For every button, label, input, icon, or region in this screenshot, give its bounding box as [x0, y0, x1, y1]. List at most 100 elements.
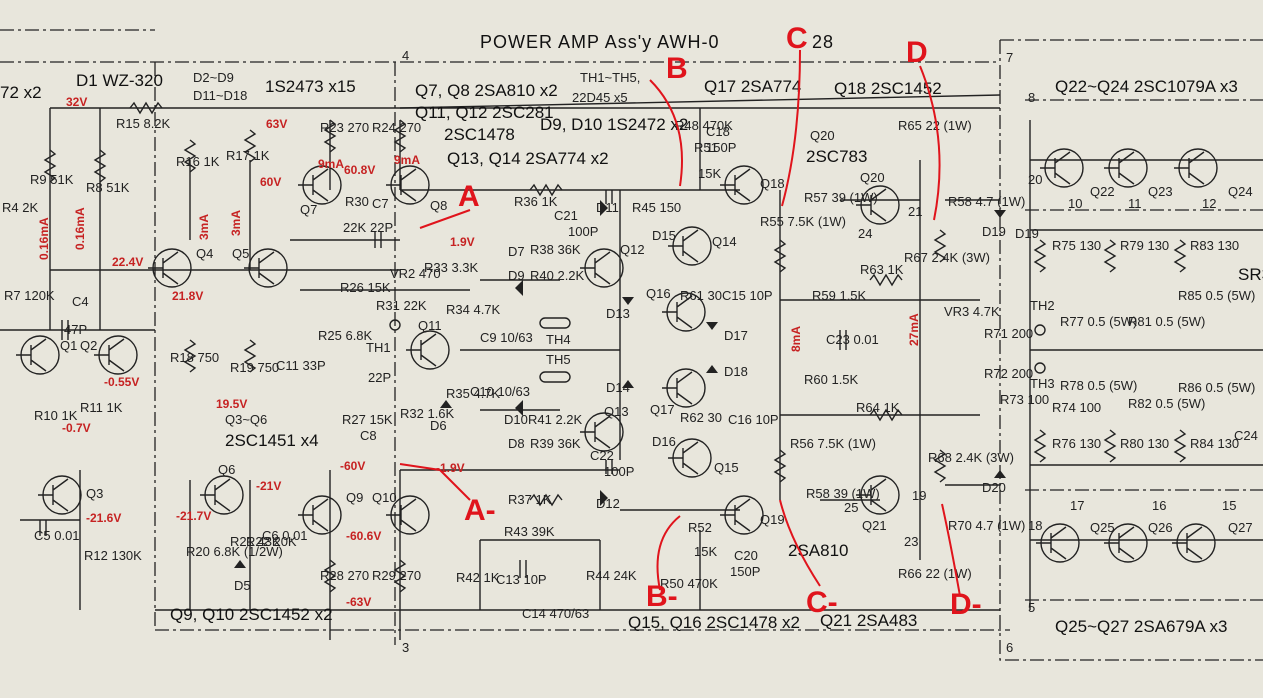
pin-25: 25	[844, 500, 858, 515]
label-r71: R71 200	[984, 326, 1033, 341]
label-q3q6b: 2SC1451 x4	[225, 431, 319, 450]
label-r9: R9 51K	[30, 172, 74, 187]
label-d15: D15	[652, 228, 676, 243]
label-r80: R80 130	[1120, 436, 1169, 451]
node-8: 8	[1028, 90, 1035, 105]
label-q25q27: Q25~Q27 2SA679A x3	[1055, 617, 1228, 636]
label-q1: Q1	[60, 338, 77, 353]
capacitor-diode-marks	[39, 190, 1046, 578]
label-r73: R73 100	[1000, 392, 1049, 407]
label-d11d18: D11~D18	[193, 88, 247, 103]
voltage-21-7v: -21.7V	[176, 509, 211, 523]
label-r55: R55 7.5K (1W)	[760, 214, 846, 229]
label-r76: R76 130	[1052, 436, 1101, 451]
label-r21: R21 43K	[230, 534, 281, 549]
current-8ma: 8mA	[789, 326, 803, 352]
annotation-d: D	[906, 36, 928, 69]
label-q13: Q13	[604, 404, 629, 419]
label-r37: R37 1K	[508, 492, 552, 507]
label-r16: R16 1K	[176, 154, 220, 169]
label-r83: R83 130	[1190, 238, 1239, 253]
label-r45: R45 150	[632, 200, 681, 215]
label-d8: D8	[508, 436, 525, 451]
label-d7: D7	[508, 244, 525, 259]
label-q8: Q8	[430, 198, 447, 213]
annotation-b-minus: B-	[646, 580, 678, 613]
label-r23: R23 270	[320, 120, 369, 135]
label-r85: R85 0.5 (5W)	[1178, 288, 1255, 303]
label-c21: C21	[554, 208, 578, 223]
label-d6: D6	[430, 418, 447, 433]
label-r50: R50 470K	[660, 576, 718, 591]
label-d19b: D19	[982, 224, 1006, 239]
part-labels: 72 x2 D1 WZ-320 D2~D9 D11~D18 1S2473 x15…	[0, 70, 1263, 636]
transistors	[16, 148, 1218, 563]
label-q6: Q6	[218, 462, 235, 477]
label-r52: R52	[688, 520, 712, 535]
transistor-q21	[856, 475, 900, 515]
arrow-b-minus	[656, 515, 681, 591]
label-c20v: 150P	[730, 564, 760, 579]
label-q17: Q17	[650, 402, 675, 417]
label-q21: Q21	[862, 518, 887, 533]
label-q2: Q2	[80, 338, 97, 353]
label-r7: R7 120K	[4, 288, 55, 303]
label-r62: R62 30	[680, 410, 722, 425]
label-r25: R25 6.8K	[318, 328, 373, 343]
label-c21v: 100P	[568, 224, 598, 239]
label-r17: R17 1K	[226, 148, 270, 163]
label-x2-top: 72 x2	[0, 83, 42, 102]
pin-18: 18	[1028, 518, 1042, 533]
label-q12: Q12	[620, 242, 645, 257]
label-c11: C11 33P	[276, 358, 326, 373]
transistor-q16	[662, 292, 706, 332]
label-r44: R44 24K	[586, 568, 637, 583]
current-9ma-a: 9mA	[318, 157, 344, 171]
label-r48: R48 470K	[675, 118, 733, 133]
schematic-title: POWER AMP Ass'y AWH-0	[480, 32, 719, 52]
transistor-q1	[16, 335, 60, 375]
label-r57: R57 39 (1W)	[804, 190, 878, 205]
transistor-q12	[580, 248, 624, 288]
arrow-a-minus	[399, 463, 471, 501]
label-c14: C14 470/63	[522, 606, 589, 621]
current-3ma-b: 3mA	[229, 210, 243, 236]
label-r86: R86 0.5 (5W)	[1178, 380, 1255, 395]
label-q5: Q5	[232, 246, 249, 261]
label-r20: R20 6.8K (1/2W)	[186, 544, 283, 559]
label-r77: R77 0.5 (5W)	[1060, 314, 1137, 329]
resistor-marks	[43, 101, 1187, 593]
label-c4: C4	[72, 294, 89, 309]
pin-15: 15	[1222, 498, 1236, 513]
label-d18: D18	[724, 364, 748, 379]
label-q26: Q26	[1148, 520, 1173, 535]
board-outline	[0, 29, 1263, 661]
label-r68: R68 2.4K (3W)	[928, 450, 1014, 465]
label-r32: R32 1.6K	[400, 406, 455, 421]
transistor-q18	[720, 165, 764, 205]
wiring	[0, 94, 1263, 640]
label-r26: R26 15K	[340, 280, 391, 295]
transistor-q8	[386, 165, 430, 205]
transistor-q13	[580, 412, 624, 452]
transistor-q26	[1104, 523, 1148, 563]
label-r70: R70 4.7 (1W)	[948, 518, 1025, 533]
voltage-60v-neg: -60V	[340, 459, 365, 473]
transistor-q17	[662, 368, 706, 408]
label-th2: 22D45 x5	[572, 90, 628, 105]
pin-24: 24	[858, 226, 872, 241]
label-q11q12-b: 2SC1478	[444, 125, 515, 144]
label-r81: R81 0.5 (5W)	[1128, 314, 1205, 329]
transistor-q25	[1036, 523, 1080, 563]
pin-labels: 10 11 12 15 16 17 18 19 20 21 23 24 25	[844, 172, 1236, 549]
label-c10: C10 10/63	[470, 384, 530, 399]
label-q7q8: Q7, Q8 2SA810 x2	[415, 81, 558, 100]
thermistor-labels: TH1 TH2 TH3 TH4 TH5	[366, 298, 1055, 391]
transistor-q7	[298, 165, 342, 205]
label-r30: R30	[345, 194, 369, 209]
label-r18: R18 750	[170, 350, 219, 365]
transistor-q4	[148, 248, 192, 288]
label-sr3: SR3	[1238, 265, 1263, 284]
label-d12: D12	[596, 496, 620, 511]
label-r33: R33 3.3K	[424, 260, 479, 275]
